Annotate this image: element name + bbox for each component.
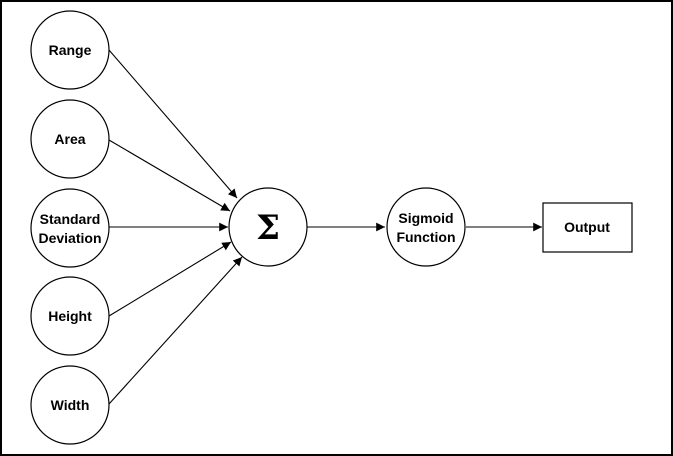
edge-range-to-sum bbox=[108, 49, 238, 199]
sigmoid-label-line1: Sigmoid bbox=[398, 210, 453, 226]
input-label-standard: Standard bbox=[40, 211, 101, 227]
edge-width-to-sum bbox=[108, 256, 243, 405]
sum-node: Σ bbox=[228, 187, 308, 267]
output-label: Output bbox=[564, 219, 610, 235]
input-label-deviation: Deviation bbox=[38, 230, 101, 246]
input-label-range: Range bbox=[49, 42, 92, 58]
input-label-height: Height bbox=[48, 308, 92, 324]
sigma-symbol: Σ bbox=[256, 208, 280, 248]
sigmoid-node: Sigmoid Function bbox=[386, 187, 466, 267]
input-node-standard-deviation: Standard Deviation bbox=[30, 188, 110, 268]
input-label-width: Width bbox=[51, 397, 90, 413]
input-node-range: Range bbox=[30, 10, 110, 90]
input-label-area: Area bbox=[54, 131, 85, 147]
sigmoid-label-line2: Function bbox=[396, 229, 455, 245]
input-node-height: Height bbox=[30, 276, 110, 356]
edge-area-to-sum bbox=[108, 139, 231, 212]
edge-height-to-sum bbox=[108, 241, 232, 317]
output-node: Output bbox=[542, 202, 633, 253]
input-node-width: Width bbox=[30, 365, 110, 445]
input-node-area: Area bbox=[30, 99, 110, 179]
